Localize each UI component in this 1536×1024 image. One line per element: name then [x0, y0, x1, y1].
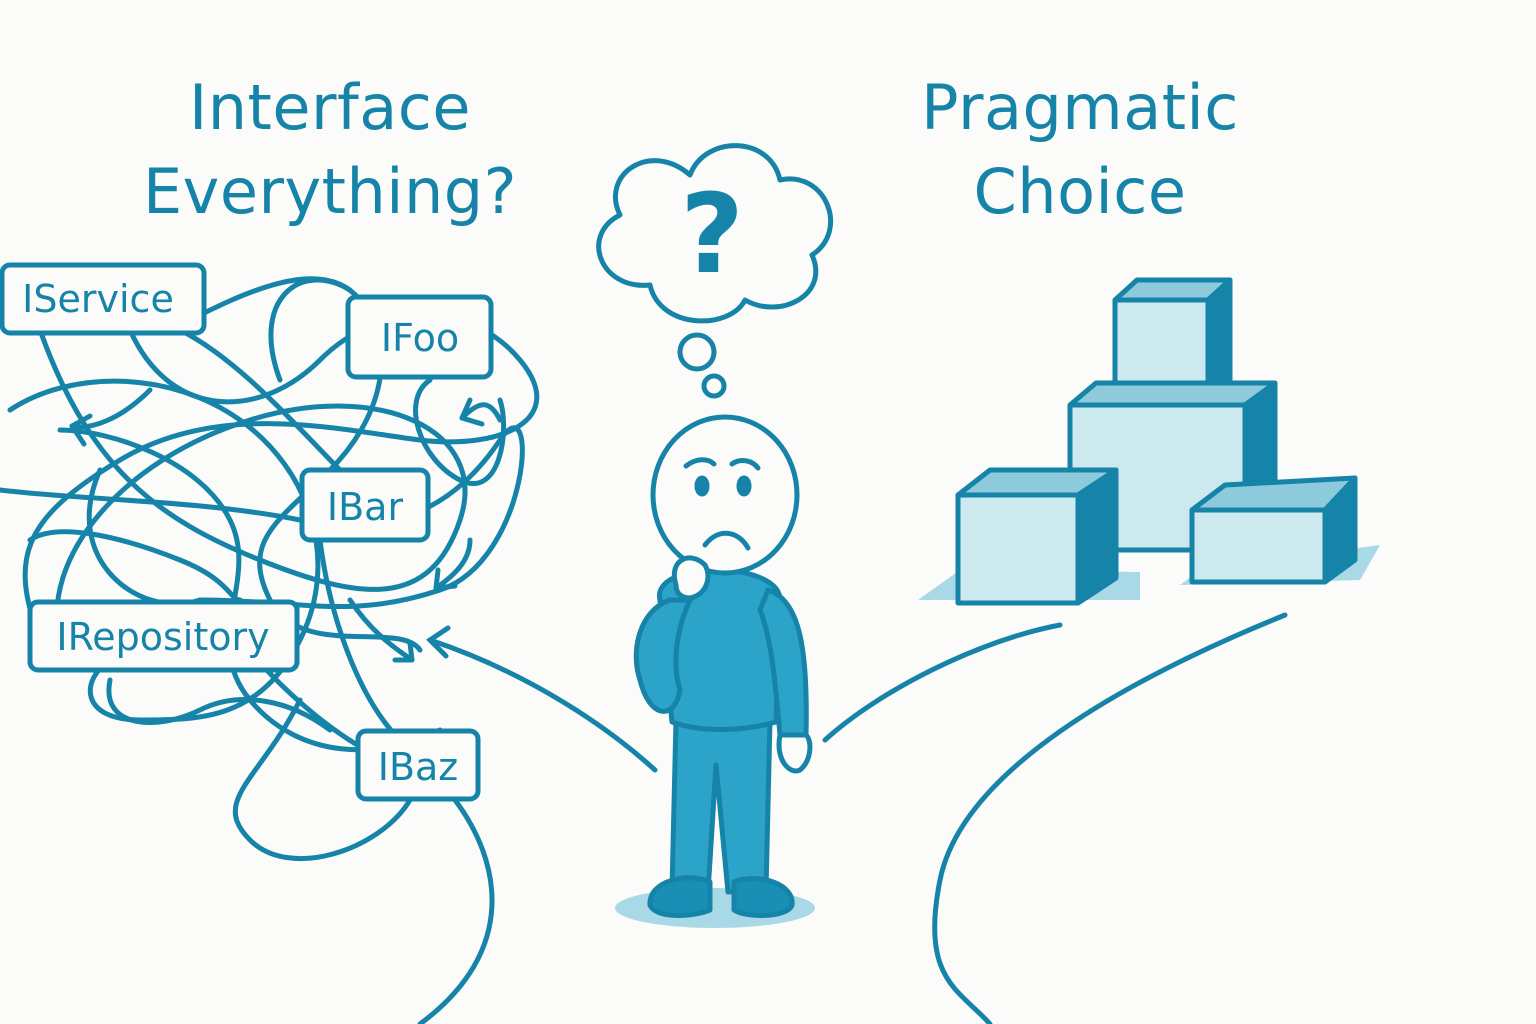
thought-bubble: ? — [596, 143, 833, 399]
person-legs — [669, 717, 773, 895]
left-road-line — [417, 797, 495, 1024]
worried-face — [683, 457, 761, 551]
cube-left — [955, 467, 1119, 606]
path-to-cubes — [822, 622, 1063, 743]
tangle-strand — [317, 537, 403, 743]
tangle-strand — [106, 677, 333, 733]
tangle-strand — [37, 327, 468, 643]
thought-cloud — [596, 143, 833, 324]
tangle-arrow — [69, 387, 153, 430]
pragmatic-cubes — [918, 277, 1380, 606]
left-heading-line-1: Interface — [188, 71, 472, 144]
tag-ibar-label: IBar — [327, 485, 404, 529]
left-shoe — [647, 875, 713, 918]
cube-right — [1189, 475, 1358, 585]
path-to-tangle — [427, 637, 658, 773]
thinking-person — [615, 414, 815, 928]
thought-dot-small — [701, 373, 727, 399]
cube-top — [1112, 277, 1233, 398]
person-head — [650, 414, 800, 576]
tangle-strand — [413, 377, 507, 486]
tangle-strand — [27, 529, 243, 603]
arrow-head-icon — [433, 567, 458, 591]
question-mark-icon: ? — [680, 170, 744, 298]
tag-ibaz-label: IBaz — [378, 745, 459, 789]
tangle-arrow — [433, 537, 473, 591]
right-heading-line-2: Choice — [973, 155, 1187, 228]
tangle-strand — [0, 425, 525, 610]
tag-ifoo-label: IFoo — [381, 316, 459, 360]
tag-iservice: IService — [0, 262, 207, 336]
tag-irepository: IRepository — [27, 599, 300, 673]
tangle-strand — [177, 327, 343, 473]
interface-everything-heading: Interface Everything? — [90, 66, 570, 234]
fork-paths — [426, 612, 1288, 1024]
arrow-head-icon — [392, 640, 415, 663]
tag-iservice-label: IService — [22, 277, 174, 321]
left-arm — [633, 597, 693, 714]
tag-ibaz: IBaz — [355, 728, 481, 802]
left-hand — [671, 555, 711, 601]
arrow-head-icon — [459, 397, 485, 427]
tangle-arrow — [347, 597, 415, 663]
pragmatic-choice-heading: Pragmatic Choice — [850, 66, 1310, 234]
right-hand — [776, 732, 813, 774]
tag-ifoo: IFoo — [345, 294, 494, 380]
arrow-head-icon — [426, 625, 451, 659]
tag-ibar: IBar — [299, 467, 431, 543]
tag-irepository-label: IRepository — [56, 615, 269, 659]
right-heading-line-1: Pragmatic — [921, 71, 1239, 144]
left-heading-line-2: Everything? — [142, 155, 518, 228]
tangle-strand — [268, 277, 353, 383]
right-road-line — [932, 612, 1288, 1024]
thought-dot-large — [677, 332, 717, 372]
right-shoe — [731, 876, 795, 918]
arrow-head-icon — [69, 413, 93, 447]
